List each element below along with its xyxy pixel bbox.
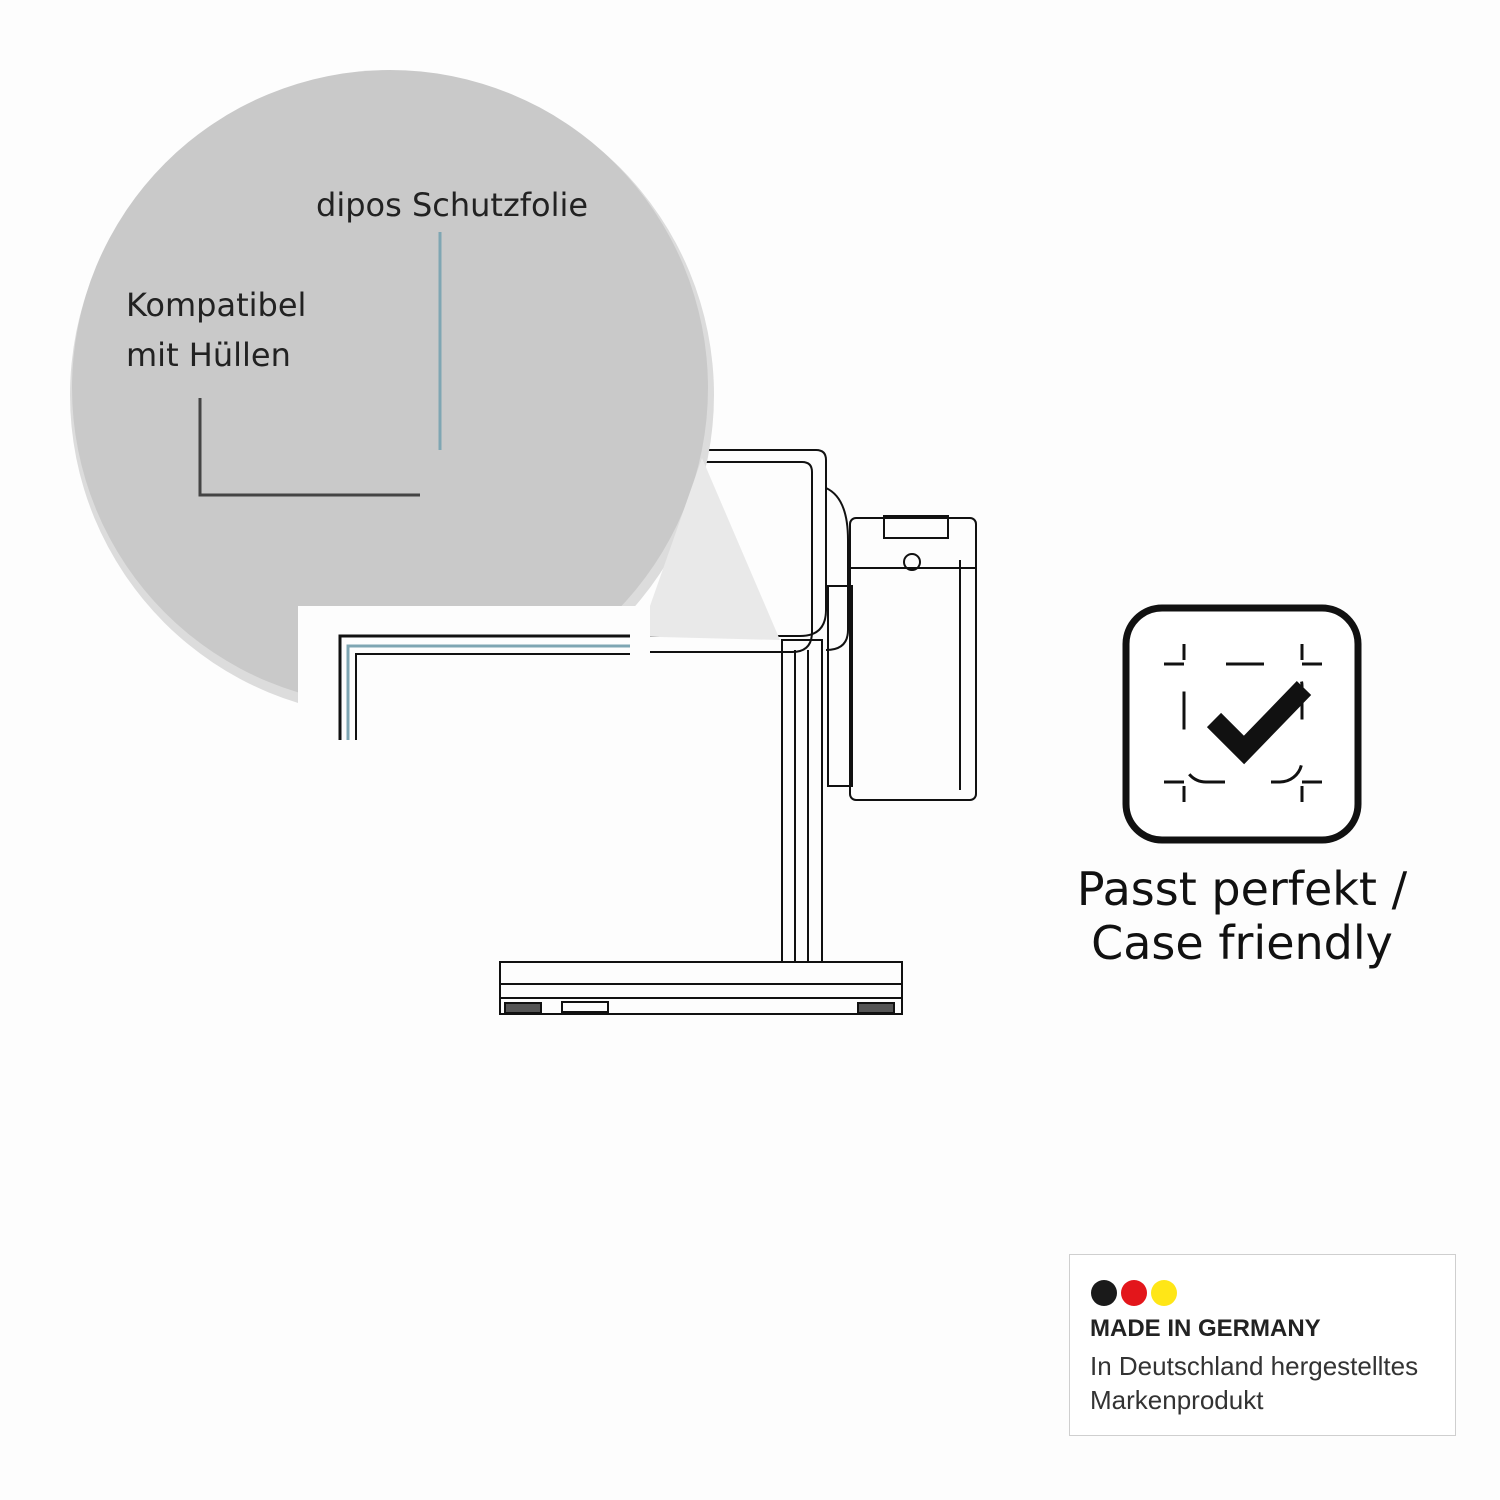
- case-compatible-label: Kompatibel mit Hüllen: [126, 286, 307, 374]
- badge-subtitle: In Deutschland hergestelltes Markenprodu…: [1090, 1351, 1419, 1415]
- flag-dot-gold: [1151, 1280, 1177, 1306]
- badge-title: MADE IN GERMANY: [1090, 1315, 1321, 1342]
- terminal-stand: [781, 639, 823, 963]
- zoom-circle: [72, 70, 708, 706]
- zoom-callout: [70, 70, 780, 746]
- checkmark-in-frame-icon: [1122, 604, 1362, 844]
- flag-dot-black: [1091, 1280, 1117, 1306]
- made-in-germany-badge: MADE IN GERMANY In Deutschland hergestel…: [1069, 1254, 1456, 1436]
- protective-film-label: dipos Schutzfolie: [316, 186, 589, 224]
- case-friendly-caption: Passt perfekt / Case friendly: [1076, 862, 1408, 970]
- printer-unit: [849, 517, 977, 801]
- case-leader-line: [198, 398, 420, 497]
- flag-dot-red: [1121, 1280, 1147, 1306]
- protective-film-line: [346, 644, 630, 740]
- terminal-base: [499, 961, 903, 1015]
